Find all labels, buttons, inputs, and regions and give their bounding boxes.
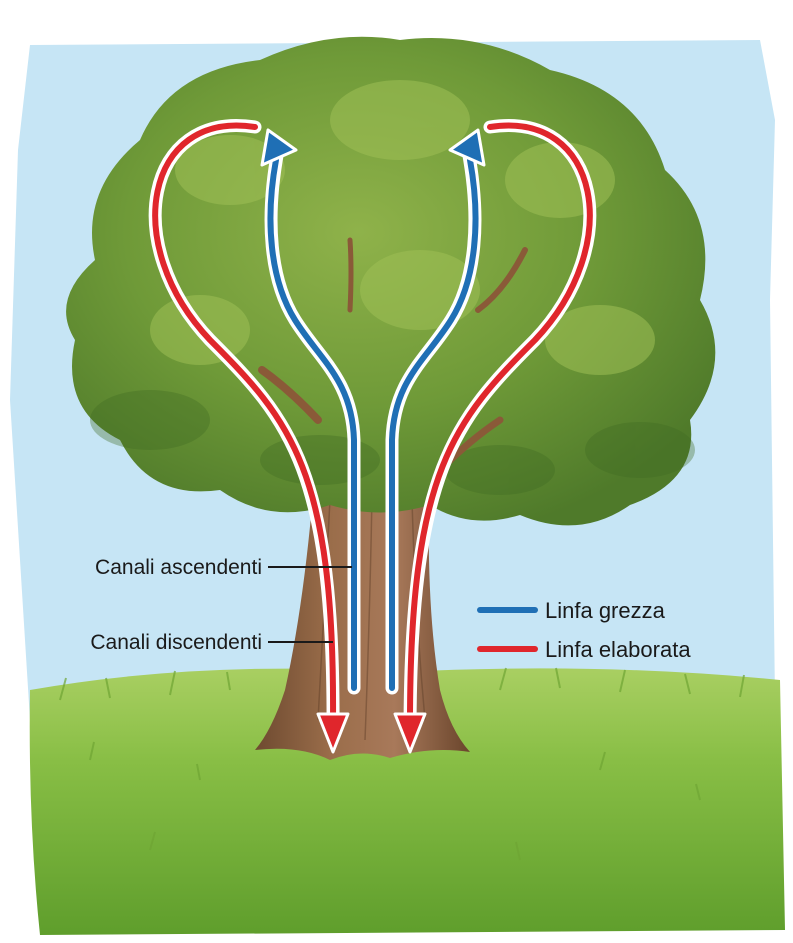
ascending-channel-right <box>389 157 479 691</box>
ascending-channels <box>267 157 479 691</box>
ascending-arrowheads <box>260 128 486 167</box>
arrow-up-icon <box>448 128 486 167</box>
grass-blades <box>59 667 745 861</box>
descending-arrowheads <box>316 712 427 754</box>
label-ascending-channels: Canali ascendenti <box>95 556 262 579</box>
arrow-down-icon <box>316 712 350 754</box>
descending-channel-left <box>152 122 337 725</box>
arrow-up-icon <box>260 128 298 167</box>
descending-channels <box>152 122 593 725</box>
grass-ground <box>29 668 785 935</box>
legend: Linfa grezza Linfa elaborata <box>477 598 691 662</box>
leader-lines <box>268 566 352 643</box>
descending-channel-right <box>407 122 593 725</box>
label-descending-channels: Canali discendenti <box>90 631 262 654</box>
arrow-down-icon <box>393 712 427 754</box>
legend-label-raw-sap: Linfa grezza <box>545 598 666 623</box>
legend-label-elaborated-sap: Linfa elaborata <box>545 637 691 662</box>
ascending-channel-left <box>267 157 357 691</box>
